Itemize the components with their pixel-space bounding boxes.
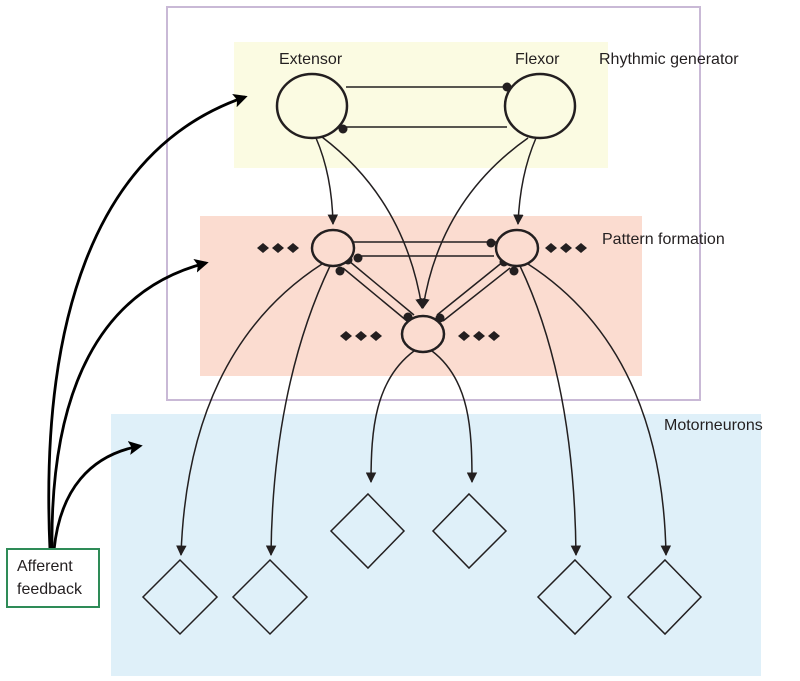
motorneuron-2 (231, 558, 309, 636)
afferent-feedback-arrows (47, 94, 248, 551)
afferent-label-line2: feedback (17, 581, 83, 598)
motorneurons-region (111, 414, 761, 676)
afferent-label-line1: Afferent (17, 558, 73, 575)
extensor-label: Extensor (279, 51, 343, 68)
rhythmic-generator-label: Rhythmic generator (599, 51, 739, 68)
motorneuron-1 (141, 558, 219, 636)
pf-center-neuron (400, 314, 446, 354)
rg-to-pf-arrows (315, 136, 537, 310)
cpg-boundary (166, 6, 701, 401)
flexor-label: Flexor (515, 51, 560, 68)
motorneuron-4 (431, 492, 508, 570)
extensor-neuron (275, 72, 349, 140)
motorneuron-6 (626, 558, 703, 636)
flexor-neuron (503, 72, 577, 140)
rg-synapse-extensor (338, 124, 348, 134)
pf-connections (342, 241, 511, 322)
rg-connections (346, 86, 507, 128)
motorneuron-3 (329, 492, 406, 570)
motorneurons-label: Motorneurons (664, 417, 763, 434)
motorneurons (141, 492, 703, 636)
pf-to-motorneuron-arrows (176, 263, 672, 557)
continuation-marks (257, 243, 587, 341)
motorneuron-5 (536, 558, 613, 636)
pf-flexor-neuron (494, 228, 540, 268)
pattern-formation-label: Pattern formation (602, 231, 725, 248)
afferent-feedback-box (6, 548, 100, 608)
pf-extensor-neuron (310, 228, 356, 268)
